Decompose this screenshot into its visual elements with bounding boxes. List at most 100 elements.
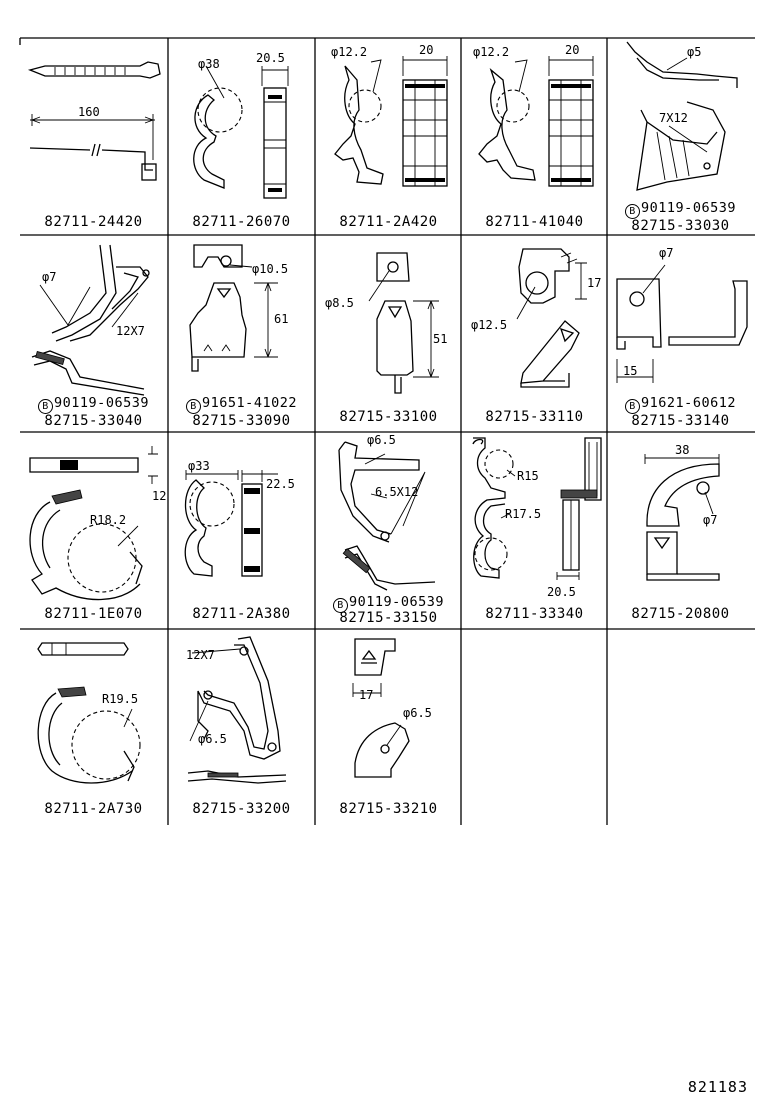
cell-82715-33100: φ8.5 51 82715-33100 (315, 237, 462, 432)
dim-width: 20 (565, 43, 580, 57)
part-number: 82715-33090 (192, 413, 291, 429)
dim-diameter: φ7 (703, 513, 718, 527)
dim-slot: 6.5X12 (375, 485, 419, 499)
dim-diameter: φ6.5 (403, 706, 432, 720)
drawing-clamp (37, 642, 141, 784)
cell-82715-20800: 38 φ7 82715-20800 (607, 434, 754, 629)
dim-radius: R18.2 (90, 513, 127, 527)
drawing-bracket (368, 252, 439, 394)
sub-part: 91621-60612 (641, 395, 736, 411)
part-number: 82715-33150 (339, 610, 438, 626)
part-number: 82711-24420 (44, 214, 143, 230)
dim-slot: 12X7 (116, 324, 145, 338)
cell-82711-41040: φ12.2 20 82711-41040 (461, 40, 608, 235)
drawing-clamp (334, 56, 448, 187)
drawing-clamp (29, 446, 158, 601)
dim-diameter: φ33 (188, 459, 210, 473)
circle-b-icon: B (625, 204, 641, 219)
part-number: 82711-2A420 (339, 214, 438, 230)
dim-diameter: φ6.5 (367, 433, 396, 447)
part-number: 82715-33210 (339, 801, 438, 817)
drawing-bracket (626, 41, 738, 191)
dim-width: 22.5 (266, 477, 295, 491)
sub-part: 90119-06539 (54, 395, 149, 411)
part-number: 82715-33100 (339, 409, 438, 425)
part-number: 82715-33140 (631, 413, 730, 429)
cell-82711-2A420: φ12.2 20 82711-2A420 (315, 40, 462, 235)
part-number: 82711-26070 (192, 214, 291, 230)
dim-width: 20.5 (256, 51, 285, 65)
drawing-bracket (352, 638, 410, 778)
cell-82715-33210: 17 φ6.5 82715-33210 (315, 631, 462, 826)
part-number: 82711-1E070 (44, 606, 143, 622)
drawing-bracket (187, 636, 287, 784)
dim-diameter: φ8.5 (325, 296, 354, 310)
part-number: 82715-33030 (631, 218, 730, 234)
dim-diameter: φ7 (659, 246, 674, 260)
drawing-clamp (193, 65, 289, 199)
part-number: 82715-20800 (631, 606, 730, 622)
dim-height: 51 (433, 332, 448, 346)
drawing-bracket (516, 248, 587, 388)
circle-b-icon: B (186, 399, 202, 414)
dim-slot: 12X7 (186, 648, 215, 662)
dim-width: 38 (675, 443, 690, 457)
drawing-bracket (338, 441, 436, 591)
cell-82715-33200: 12X7 φ6.5 82715-33200 (168, 631, 315, 826)
drawing-bracket (644, 454, 720, 581)
cell-82711-1E070: 12 R18.2 82711-1E070 (20, 434, 167, 629)
dim-height: 12 (152, 489, 167, 503)
part-number: 82711-41040 (485, 214, 584, 230)
dim-width: 15 (623, 364, 638, 378)
circle-b-icon: B (333, 598, 349, 613)
dim-diameter: φ12.2 (331, 45, 368, 59)
drawing-cable-tie (27, 61, 161, 181)
dim-diameter: φ12.2 (473, 45, 510, 59)
part-number: 82711-33340 (485, 606, 584, 622)
dim-width: 20 (419, 43, 434, 57)
sub-part: 91651-41022 (202, 395, 297, 411)
dim-width: 20.5 (547, 585, 576, 599)
cell-82715-33110: 17 φ12.5 82715-33110 (461, 237, 608, 432)
dim-radius-1: R15 (517, 469, 539, 483)
drawing-clamp (478, 56, 594, 187)
dim-diameter: φ7 (42, 270, 57, 284)
cell-82711-24420: 160 82711-24420 (20, 40, 167, 235)
sub-part: 90119-06539 (349, 594, 444, 610)
cell-82711-33340: R15 R17.5 20.5 82711-33340 (461, 434, 608, 629)
drawing-clamp (472, 437, 602, 580)
cell-82711-26070: φ38 20.5 82711-26070 (168, 40, 315, 235)
dim-width: 17 (359, 688, 374, 702)
part-number: 82715-33200 (192, 801, 291, 817)
circle-b-icon: B (38, 399, 54, 414)
dim-diameter: φ10.5 (252, 262, 289, 276)
dim-diameter: φ5 (687, 45, 702, 59)
cell-82711-2A730: R19.5 82711-2A730 (20, 631, 167, 826)
drawing-bracket (31, 244, 150, 396)
dim-radius-2: R17.5 (505, 507, 542, 521)
sub-part: 90119-06539 (641, 200, 736, 216)
cell-82711-2A380: φ33 22.5 82711-2A380 (168, 434, 315, 629)
drawing-bracket (616, 264, 748, 383)
sheet-reference: 821183 (687, 1078, 748, 1096)
circle-b-icon: B (625, 399, 641, 414)
dim-height: 17 (587, 276, 602, 290)
part-number: 82715-33040 (44, 413, 143, 429)
dim-diameter: φ6.5 (198, 732, 227, 746)
drawing-bracket (189, 244, 278, 372)
part-number: 82715-33110 (485, 409, 584, 425)
dim-length: 160 (78, 105, 100, 119)
dim-diameter: φ38 (198, 57, 220, 71)
dim-radius: R19.5 (102, 692, 139, 706)
part-number: 82711-2A730 (44, 801, 143, 817)
